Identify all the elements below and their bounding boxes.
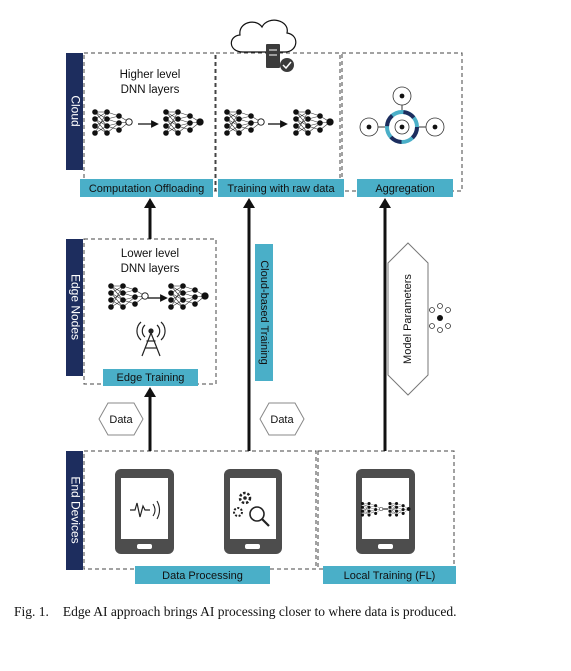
local-training-label: Local Training (FL) (323, 566, 456, 584)
svg-text:Cloud-based Training: Cloud-based Training (258, 260, 270, 365)
tablet-signal-icon (115, 469, 174, 554)
higher-level-text-2: DNN layers (121, 84, 180, 96)
figure-caption-text: Edge AI approach brings AI processing cl… (62, 604, 457, 619)
computation-offloading-label: Computation Offloading (80, 179, 213, 197)
cloud-training-nn-icon (223, 108, 333, 137)
cloud-tier-label: Cloud (66, 53, 83, 170)
cloud-server-icon (230, 19, 297, 72)
edge-training-label: Edge Training (103, 369, 198, 386)
cloud-offload-nn-icon (91, 108, 203, 137)
cloud-based-training-label: Cloud-based Training (255, 244, 273, 381)
svg-text:Training with raw data: Training with raw data (227, 183, 335, 195)
aggregation-icon (359, 86, 445, 144)
figure-number: Fig. 1. (14, 604, 49, 619)
tablet-nn-icon (356, 469, 415, 554)
data-tag-right: Data (259, 402, 305, 436)
svg-text:Aggregation: Aggregation (375, 183, 434, 195)
tablet-gear-search-icon (224, 469, 282, 554)
devices-tier-label: End Devices (66, 451, 83, 570)
arrowhead-edge-to-cloud (144, 198, 156, 208)
arrowhead-aggregation (379, 198, 391, 208)
svg-text:End Devices: End Devices (68, 476, 82, 543)
data-processing-label: Data Processing (135, 566, 270, 584)
svg-text:Data Processing: Data Processing (162, 570, 243, 582)
svg-text:Data: Data (109, 414, 133, 426)
training-raw-data-label: Training with raw data (218, 179, 344, 197)
figure-caption: Fig. 1. Edge AI approach brings AI proces… (14, 604, 554, 620)
svg-text:Model Parameters: Model Parameters (402, 274, 414, 364)
arrowhead-cloud-training (243, 198, 255, 208)
svg-text:Computation Offloading: Computation Offloading (89, 183, 204, 195)
edge-nn-icon (107, 282, 208, 311)
aggregation-label: Aggregation (357, 179, 453, 197)
svg-text:Cloud: Cloud (68, 95, 82, 126)
lower-level-text-2: DNN layers (121, 263, 180, 275)
cloud-box-offloading (83, 52, 216, 192)
svg-text:Edge Training: Edge Training (117, 372, 185, 384)
edge-box (83, 238, 217, 385)
arrowhead-devices-to-edge (144, 387, 156, 397)
model-parameters-tag: Model Parameters (387, 242, 429, 396)
svg-text:Edge Nodes: Edge Nodes (68, 274, 82, 340)
antenna-tower-icon (136, 321, 166, 357)
data-tag-left: Data (98, 402, 144, 436)
model-parameters-nn-icon (429, 303, 451, 333)
lower-level-text-1: Lower level (121, 248, 179, 260)
svg-text:Data: Data (270, 414, 294, 426)
svg-text:Local Training (FL): Local Training (FL) (344, 570, 436, 582)
higher-level-text-1: Higher level (120, 69, 181, 81)
edge-tier-label: Edge Nodes (66, 239, 83, 376)
